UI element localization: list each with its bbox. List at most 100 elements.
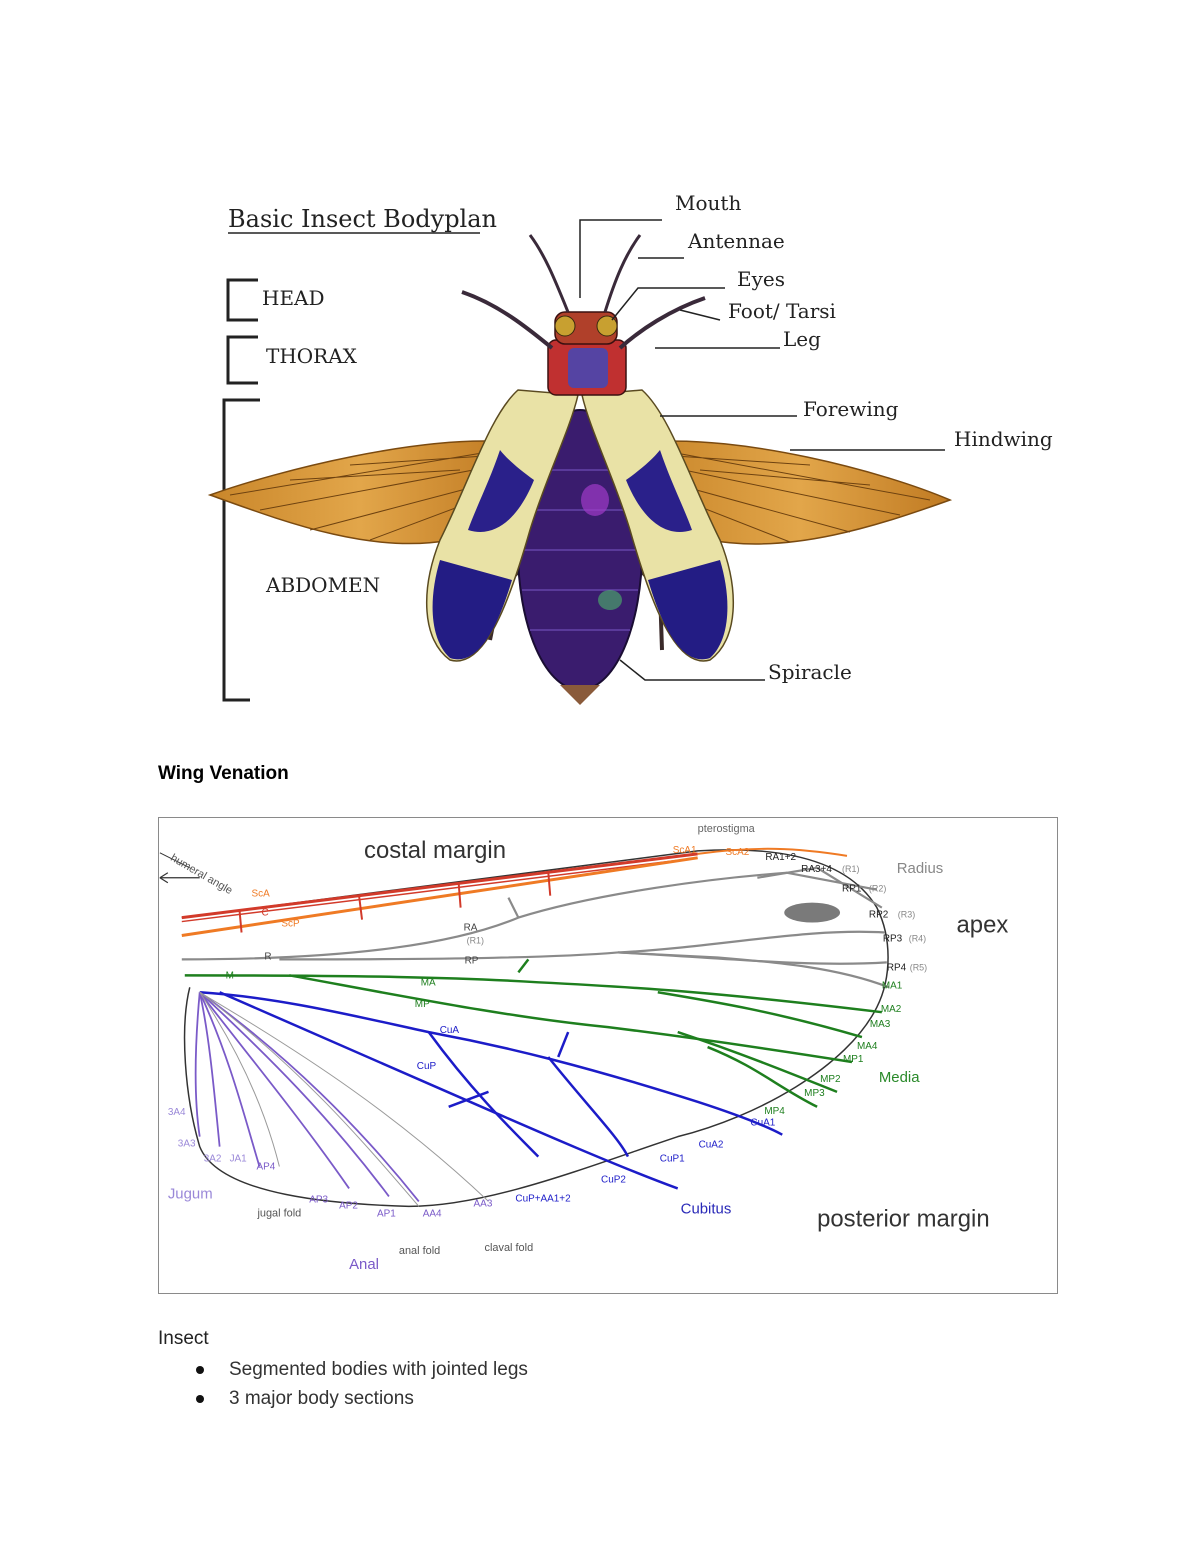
label-m: M (226, 970, 234, 981)
abdomen-bracket (222, 398, 260, 702)
radius-veins (181, 866, 890, 989)
label-ra: RA (464, 923, 478, 934)
label-eyes: Eyes (737, 267, 785, 291)
label-rp2: RP2 (869, 910, 889, 921)
label-aa3: AA3 (474, 1198, 493, 1209)
thorax-bracket (226, 335, 258, 385)
label-posterior-margin: posterior margin (817, 1205, 990, 1232)
label-humeral-angle: humeral angle (168, 852, 234, 897)
label-spiracle: Spiracle (768, 660, 852, 684)
label-rp1: RP1 (842, 884, 862, 895)
label-apex: apex (957, 912, 1009, 939)
label-sca1: ScA1 (673, 845, 697, 856)
bodyplan-title: Basic Insect Bodyplan (228, 205, 497, 233)
insect-bodyplan-figure: Basic Insect Bodyplan HEAD THORAX ABDOME… (207, 191, 1053, 705)
label-ma2: MA2 (881, 1004, 902, 1015)
section-head: HEAD (262, 286, 325, 310)
label-ap1: AP1 (377, 1208, 396, 1219)
label-ma3: MA3 (870, 1019, 891, 1030)
label-scp: ScP (281, 919, 300, 930)
label-ra34-alt: (R1) (842, 864, 859, 874)
antennae (528, 234, 642, 313)
label-foot-tarsi: Foot/ Tarsi (728, 299, 836, 323)
label-rp2-alt: (R3) (898, 910, 915, 920)
label-ra34: RA3+4 (801, 864, 832, 875)
label-forewing: Forewing (803, 397, 899, 421)
label-cua2: CuA2 (699, 1140, 724, 1151)
label-anal: Anal (349, 1256, 379, 1273)
label-rp3-alt: (R4) (909, 933, 926, 943)
head-bracket (226, 278, 258, 322)
label-antennae: Antennae (687, 229, 785, 253)
list-item: 3 major body sections (192, 1384, 528, 1413)
label-ra12: RA1+2 (765, 852, 796, 863)
label-cubitus: Cubitus (681, 1200, 732, 1217)
label-radius: Radius (897, 860, 943, 877)
fold-lines (199, 991, 489, 1207)
label-pterostigma: pterostigma (698, 823, 756, 835)
bullet-icon (196, 1395, 204, 1403)
label-rp1-alt: (R2) (869, 884, 886, 894)
label-r: R (264, 951, 271, 962)
label-claval-fold: claval fold (485, 1242, 534, 1254)
label-cup: CuP (417, 1061, 437, 1072)
label-sca2: ScA2 (726, 847, 750, 858)
label-anal-fold: anal fold (399, 1245, 440, 1257)
label-ap2: AP2 (339, 1200, 358, 1211)
label-mouth: Mouth (675, 191, 741, 215)
label-rp4-alt: (R5) (910, 962, 927, 972)
callout-lines (579, 219, 945, 681)
label-leg: Leg (783, 327, 821, 351)
insect-heading: Insect (158, 1328, 209, 1349)
label-ma4: MA4 (857, 1041, 878, 1052)
label-hindwing: Hindwing (954, 427, 1053, 451)
pterostigma-spot (784, 902, 841, 923)
label-rp3: RP3 (883, 933, 903, 944)
label-cup2: CuP2 (601, 1174, 626, 1185)
label-ma: MA (421, 977, 436, 988)
label-ma1: MA1 (882, 980, 903, 991)
wing-venation-svg: humeral angle (159, 823, 1009, 1273)
wing-outline (181, 849, 889, 1208)
label-media: Media (879, 1069, 920, 1086)
label-c: C (261, 908, 268, 919)
label-ja1: JA1 (230, 1154, 248, 1165)
anal-veins (194, 991, 420, 1202)
label-mp3: MP3 (804, 1088, 825, 1099)
label-ja4: 3A4 (168, 1107, 186, 1118)
label-mp1: MP1 (843, 1054, 864, 1065)
insect-bullet-list: Segmented bodies with jointed legs 3 maj… (192, 1355, 528, 1413)
label-aa4: AA4 (423, 1208, 442, 1219)
media-veins (184, 958, 882, 1108)
label-ap3: AP3 (309, 1194, 328, 1205)
label-ja2: 3A2 (204, 1154, 222, 1165)
section-thorax: THORAX (266, 344, 358, 368)
wing-venation-diagram: humeral angle (158, 817, 1058, 1294)
label-cup1: CuP1 (660, 1154, 685, 1165)
forewing-right (581, 389, 735, 662)
label-costal-margin: costal margin (364, 837, 506, 864)
label-rp: RP (465, 955, 479, 966)
vein-c (181, 852, 698, 920)
front-legs (461, 290, 706, 350)
label-mp2: MP2 (820, 1074, 841, 1085)
label-ra-alt: (R1) (467, 935, 484, 945)
label-cua: CuA (440, 1025, 460, 1036)
label-jugal-fold: jugal fold (256, 1207, 301, 1219)
section-abdomen: ABDOMEN (265, 573, 380, 597)
list-item: Segmented bodies with jointed legs (192, 1355, 528, 1384)
label-cua1: CuA1 (750, 1118, 775, 1129)
bullet-icon (196, 1366, 204, 1374)
label-jugum: Jugum (168, 1185, 213, 1202)
label-mp: MP (415, 999, 430, 1010)
label-mp4: MP4 (764, 1106, 785, 1117)
cubitus-veins (199, 991, 783, 1190)
label-sca: ScA (252, 889, 271, 900)
label-rp4: RP4 (887, 962, 907, 973)
label-ja3: 3A3 (178, 1139, 196, 1150)
vein-sc (181, 856, 698, 937)
label-cupaa: CuP+AA1+2 (515, 1193, 571, 1204)
section-heading-wing-venation: Wing Venation (158, 763, 289, 784)
insect-head (554, 311, 618, 345)
forewing-left (425, 389, 579, 662)
